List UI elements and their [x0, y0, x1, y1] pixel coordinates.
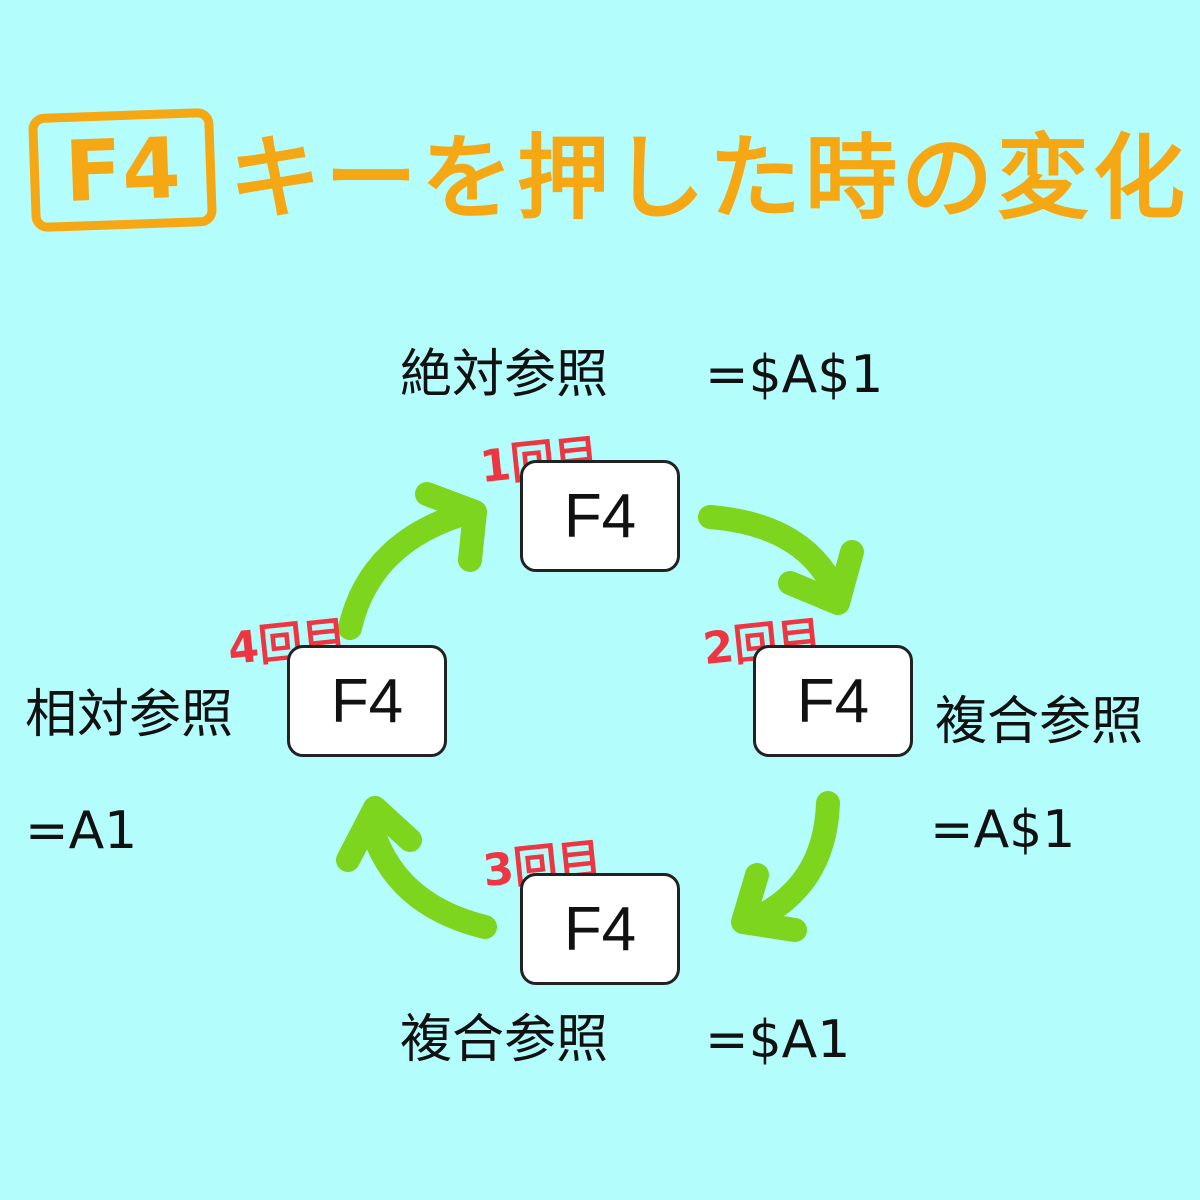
- arrowhead-left-to-top: [415, 482, 487, 572]
- arrow-top-to-right: [698, 505, 850, 610]
- state-left-formula: =A1: [25, 801, 138, 861]
- state-bottom-formula: =$A1: [705, 1010, 851, 1070]
- f4-key-bottom: F4: [520, 873, 680, 985]
- arrowhead-top-to-right: [778, 540, 864, 615]
- arrow-left-to-top: [338, 500, 482, 640]
- f4-key-right: F4: [753, 645, 913, 757]
- state-right-name: 複合参照: [935, 692, 1144, 752]
- f4-key-left: F4: [287, 645, 447, 757]
- arrowhead-right-to-bottom: [731, 863, 807, 942]
- arrow-bottom-to-left: [360, 816, 497, 939]
- state-left-name: 相対参照: [25, 685, 234, 745]
- title-text: キーを押した時の変化: [229, 124, 1190, 232]
- f4-key-top: F4: [520, 460, 680, 572]
- state-bottom-name: 複合参照: [400, 1010, 609, 1070]
- state-top-formula: =$A$1: [705, 345, 884, 405]
- state-right-formula: =A$1: [930, 800, 1076, 860]
- state-top-name: 絶対参照: [400, 345, 609, 405]
- page-title: F4 キーを押した時の変化: [27, 100, 1190, 240]
- arrowhead-bottom-to-left: [336, 796, 422, 872]
